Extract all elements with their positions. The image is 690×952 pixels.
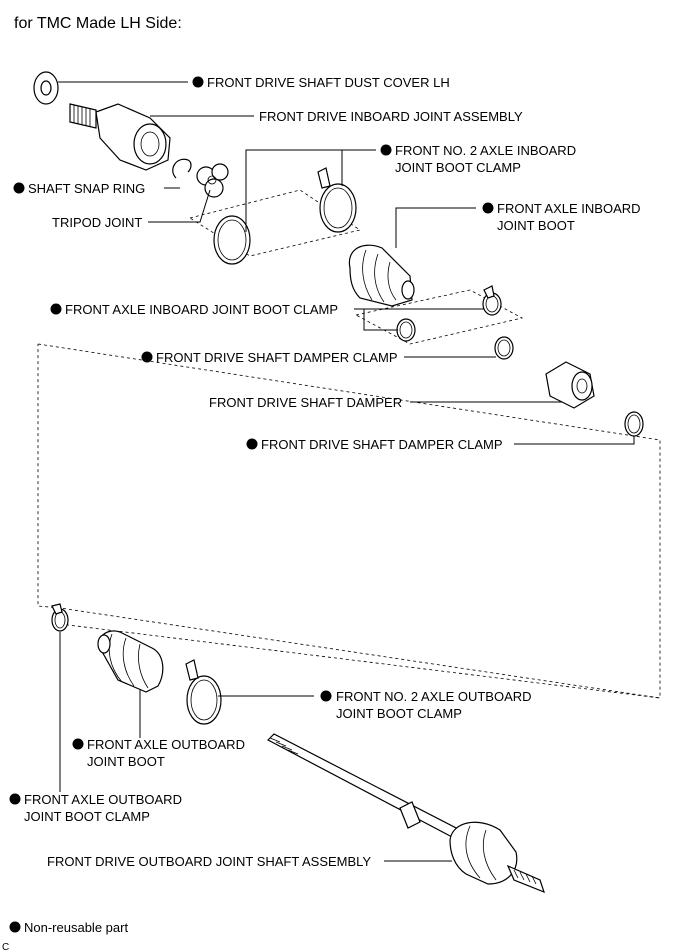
- damper-clamp-part-1: [494, 336, 514, 360]
- inboard-boot-clamp-part-2: [482, 285, 502, 316]
- assembly-guide-lower: [59, 623, 661, 699]
- label-snap-ring: SHAFT SNAP RING: [28, 181, 145, 196]
- outboard-boot-clamp-part: [51, 603, 69, 632]
- damper-part: [545, 361, 595, 409]
- label-inboard-joint-assembly: FRONT DRIVE INBOARD JOINT ASSEMBLY: [259, 109, 523, 124]
- label-damper-clamp-1: FRONT DRIVE SHAFT DAMPER CLAMP: [156, 350, 398, 365]
- figure-code: C: [2, 942, 9, 952]
- inboard-joint-assembly-part: [69, 103, 171, 171]
- non-reusable-marker: [9, 793, 21, 805]
- label-outboard-boot-clamp-line1: FRONT AXLE OUTBOARD: [24, 792, 182, 807]
- snap-ring-part: [172, 158, 192, 179]
- non-reusable-marker: [482, 202, 494, 214]
- label-outboard-boot-line1: FRONT AXLE OUTBOARD: [87, 737, 245, 752]
- no2-outboard-clamp-part: [185, 659, 222, 725]
- assembly-guide-outline: [37, 343, 661, 699]
- label-dust-cover: FRONT DRIVE SHAFT DUST COVER LH: [207, 75, 450, 90]
- label-inboard-boot-line2: JOINT BOOT: [497, 218, 575, 233]
- non-reusable-marker: [13, 182, 25, 194]
- non-reusable-marker: [192, 76, 204, 88]
- inboard-boot-clamp-part-1: [396, 318, 416, 342]
- label-damper: FRONT DRIVE SHAFT DAMPER: [209, 395, 402, 410]
- non-reusable-marker: [141, 351, 153, 363]
- non-reusable-marker: [72, 738, 84, 750]
- damper-clamp-part-2: [624, 411, 644, 437]
- boot-clamp-group-outline: [354, 289, 524, 345]
- non-reusable-marker: [380, 144, 392, 156]
- label-tripod-joint: TRIPOD JOINT: [52, 215, 142, 230]
- tripod-joint-part: [196, 163, 229, 198]
- diagram-title: for TMC Made LH Side:: [14, 15, 182, 32]
- non-reusable-marker: [50, 303, 62, 315]
- label-no2-outboard-clamp-line2: JOINT BOOT CLAMP: [336, 706, 462, 721]
- legend-marker: [9, 921, 21, 933]
- no2-inboard-clamp-part: [213, 215, 251, 265]
- legend-non-reusable: Non-reusable part: [24, 920, 128, 935]
- leader-lines: [58, 81, 635, 862]
- label-no2-inboard-clamp-line1: FRONT NO. 2 AXLE INBOARD: [395, 143, 576, 158]
- non-reusable-marker: [320, 690, 332, 702]
- outboard-boot-part: [97, 630, 164, 693]
- label-inboard-boot-clamp: FRONT AXLE INBOARD JOINT BOOT CLAMP: [65, 302, 338, 317]
- non-reusable-marker: [246, 438, 258, 450]
- dust-cover-part: [33, 71, 59, 105]
- label-outboard-shaft-assembly: FRONT DRIVE OUTBOARD JOINT SHAFT ASSEMBL…: [47, 854, 371, 869]
- outboard-shaft-assembly-part: [267, 733, 545, 894]
- label-outboard-boot-line2: JOINT BOOT: [87, 754, 165, 769]
- inboard-boot-part: [348, 244, 415, 307]
- label-damper-clamp-2: FRONT DRIVE SHAFT DAMPER CLAMP: [261, 437, 503, 452]
- label-outboard-boot-clamp-line2: JOINT BOOT CLAMP: [24, 809, 150, 824]
- label-inboard-boot-line1: FRONT AXLE INBOARD: [497, 201, 641, 216]
- label-no2-outboard-clamp-line1: FRONT NO. 2 AXLE OUTBOARD: [336, 689, 532, 704]
- label-no2-inboard-clamp-line2: JOINT BOOT CLAMP: [395, 160, 521, 175]
- no2-inboard-clamp-part-2: [317, 167, 357, 233]
